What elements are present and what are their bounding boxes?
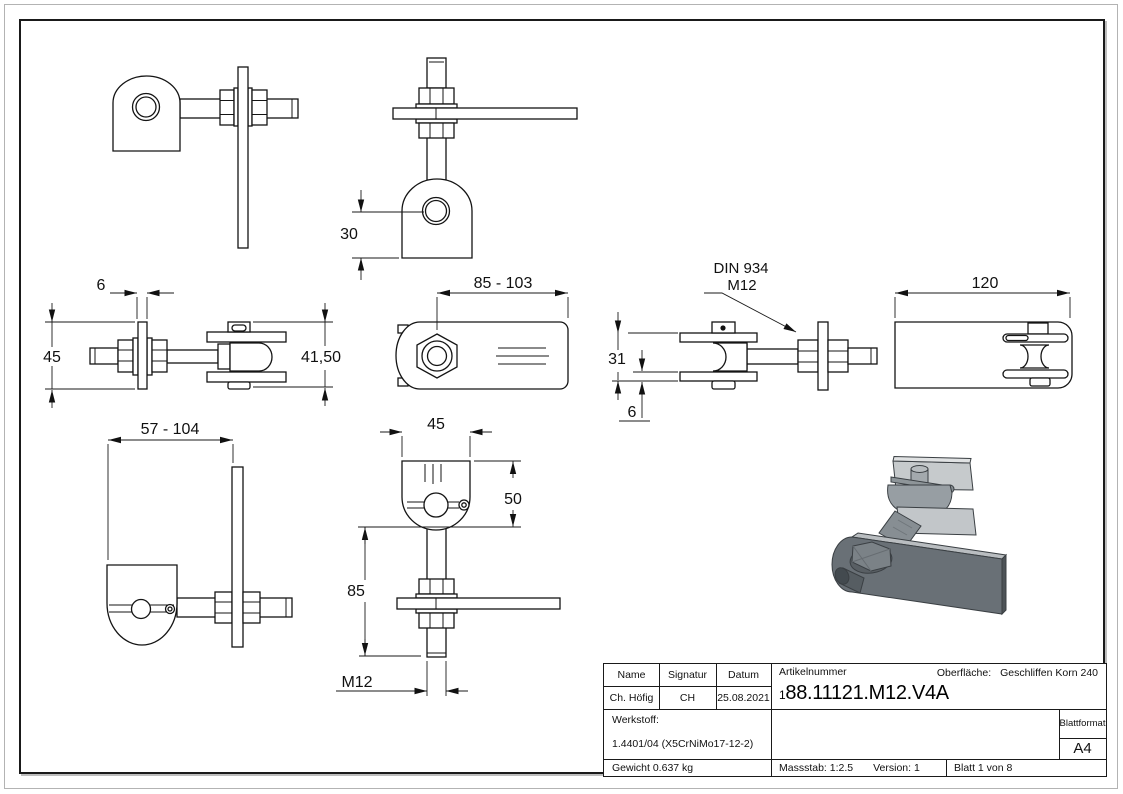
tb-line <box>604 709 1106 710</box>
tb-surface: Oberfläche: Geschliffen Korn 240 <box>937 667 1098 679</box>
tb-article-main: 88.11121.M12.V4A <box>785 682 949 704</box>
din-934-callout: DIN 934 M12 <box>704 260 797 333</box>
tb-article-number: 188.11121.M12.V4A <box>779 682 949 705</box>
dimension-m12: M12 <box>336 661 468 696</box>
dimension-85-103: 85 - 103 <box>436 275 569 330</box>
nuts-and-washers <box>415 578 458 629</box>
dim-31-label: 31 <box>608 351 626 368</box>
tb-line <box>604 759 1106 760</box>
hinge-body <box>106 564 178 646</box>
hex-nut <box>416 333 458 379</box>
dim-45-label: 45 <box>43 349 61 366</box>
dimension-6: 6 <box>97 277 174 319</box>
dim-50-label: 50 <box>504 491 522 508</box>
view-top-middle: 30 <box>340 57 578 280</box>
mounting-plate <box>137 321 148 390</box>
view-middle-left: 6 45 41,50 <box>43 277 341 408</box>
tb-sheet: Blatt 1 von 8 <box>954 761 1013 774</box>
din-note-line1: DIN 934 <box>713 260 768 277</box>
dim-120-label: 120 <box>972 275 999 292</box>
tb-scale-version: Massstab: 1:2.5 Version: 1 <box>771 759 954 776</box>
dimension-41-50: 41,50 <box>253 303 341 406</box>
dim-m12-label: M12 <box>341 674 372 691</box>
dim-30-label: 30 <box>340 226 358 243</box>
dimension-31: 31 <box>608 312 678 400</box>
dim-6-right-label: 6 <box>628 404 637 421</box>
clevis <box>206 321 287 390</box>
tb-signature-label: Signatur <box>667 669 708 681</box>
view-bottom-left: 57 - 104 <box>106 421 293 648</box>
nuts-and-plate <box>797 321 878 391</box>
tb-date-label: Datum <box>728 669 759 681</box>
thread-marks <box>496 347 549 365</box>
dimension-6-right: 6 <box>619 350 650 422</box>
sheet-outer-border <box>4 4 1118 789</box>
tb-format-label: Blattformat <box>1059 718 1106 729</box>
dim-41-50-label: 41,50 <box>301 349 341 366</box>
title-block: Name Signatur Datum Ch. Höfig CH 25.08.2… <box>603 663 1107 777</box>
bolt-and-nut <box>834 541 893 594</box>
mounting-plate <box>817 321 829 391</box>
threaded-rod <box>739 348 799 365</box>
dimension-45: 45 <box>43 303 135 408</box>
dimension-50: 50 <box>358 460 522 528</box>
tb-surface-value: Geschliffen Korn 240 <box>1000 667 1098 679</box>
hinge-body <box>401 178 473 259</box>
tb-article-prefix: 1 <box>779 688 786 702</box>
dim-57-104-label: 57 - 104 <box>141 421 200 438</box>
view-middle-center: 85 - 103 <box>395 275 569 390</box>
drawing-frame <box>19 19 1105 774</box>
pin-circle <box>423 492 449 518</box>
tb-line <box>771 664 772 776</box>
tb-scale: Massstab: 1:2.5 <box>779 761 854 774</box>
tb-surface-label: Oberfläche: <box>936 667 992 679</box>
mounting-plate <box>392 107 578 120</box>
nuts-and-washers <box>219 87 268 127</box>
view-bottom-middle: 45 50 85 <box>336 416 561 696</box>
view-middle-right: 31 6 DIN 934 M12 <box>608 260 878 422</box>
tb-line <box>1059 709 1060 759</box>
clevis <box>679 321 758 390</box>
tb-name-value: Ch. Höfig <box>609 691 654 704</box>
dimension-45-bottom: 45 <box>380 416 492 457</box>
tb-name-label: Name <box>617 669 646 681</box>
dim-85-103-label: 85 - 103 <box>474 275 533 292</box>
tb-signature-value: CH <box>679 691 696 704</box>
tb-line <box>1059 738 1106 739</box>
nuts-and-plate <box>214 466 261 648</box>
nuts-and-washers <box>117 337 168 376</box>
mounting-plate <box>396 597 561 610</box>
tb-material-label: Werkstoff: <box>612 714 659 726</box>
dim-45-bottom-label: 45 <box>427 416 445 433</box>
dimension-85: 85 <box>347 527 421 657</box>
pin-center-dot <box>720 325 726 331</box>
tb-date-value: 25.08.2021 <box>717 691 770 704</box>
dimension-120: 120 <box>894 275 1071 318</box>
view-top-left <box>112 66 299 249</box>
mounting-plate <box>231 466 244 648</box>
hinge-body <box>112 75 181 152</box>
tb-line <box>946 759 947 776</box>
dimension-57-104: 57 - 104 <box>107 421 234 560</box>
din-note-line2: M12 <box>727 277 756 294</box>
tb-weight: Gewicht 0.637 kg <box>612 761 694 774</box>
tb-line <box>604 686 771 687</box>
threaded-rod <box>166 349 219 364</box>
dim-6-label: 6 <box>97 277 106 294</box>
tb-format-value: A4 <box>1073 740 1092 757</box>
mounting-plate <box>237 66 249 249</box>
tb-material-value: 1.4401/04 (X5CrNiMo17-12-2) <box>612 738 754 750</box>
dimension-30: 30 <box>340 190 424 280</box>
view-isometric <box>831 455 1008 616</box>
view-right: 120 <box>894 275 1073 389</box>
pin-circle <box>130 598 152 620</box>
nuts-and-washers <box>415 87 458 139</box>
clamp-parts <box>1002 322 1069 387</box>
hinge-body <box>401 460 471 531</box>
bolt-end <box>89 347 119 365</box>
tb-version: Version: 1 <box>873 761 920 774</box>
tb-article-label: Artikelnummer <box>779 665 847 678</box>
dim-85-label: 85 <box>347 583 365 600</box>
